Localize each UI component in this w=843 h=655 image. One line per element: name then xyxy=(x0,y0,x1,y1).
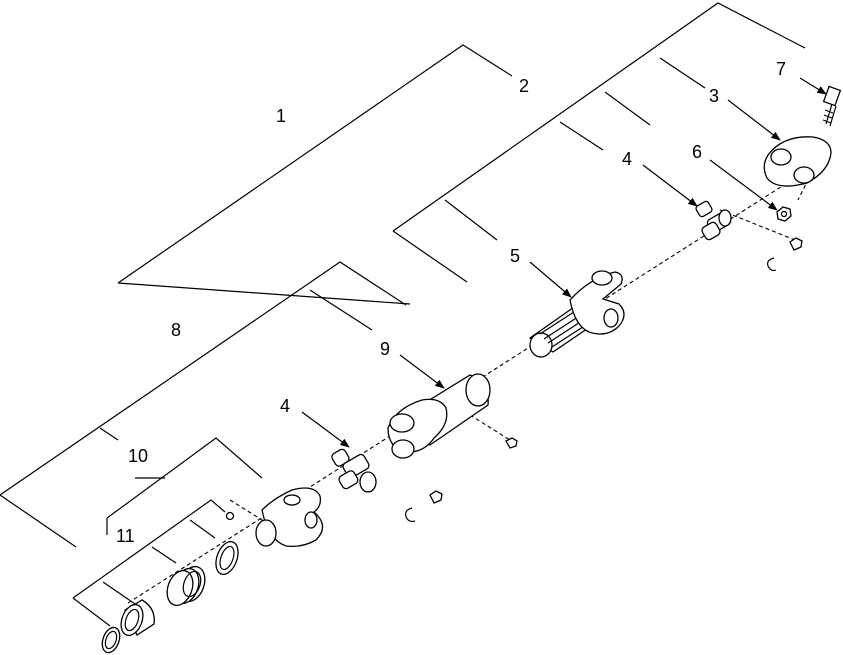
end-ring-part xyxy=(101,626,121,654)
callout-leaders xyxy=(301,77,827,448)
snap-ring-upper xyxy=(767,257,777,272)
callout-2: 2 xyxy=(519,76,529,96)
spring-seal-part xyxy=(166,565,206,607)
grease-fitting-upper xyxy=(789,237,803,251)
grease-fitting-axis xyxy=(229,499,271,526)
universal-joint-cross-lower xyxy=(331,448,377,493)
assembly-bracket-1 xyxy=(117,44,513,305)
assembly-axis-line xyxy=(127,161,821,604)
slip-yoke-lower-part xyxy=(255,487,324,548)
bushing-part xyxy=(120,599,155,637)
end-yoke-part xyxy=(763,136,832,187)
callout-6: 6 xyxy=(692,142,702,162)
callout-4-upper: 4 xyxy=(622,149,632,169)
universal-joint-cross-upper xyxy=(695,200,732,241)
callout-4-lower: 4 xyxy=(280,396,290,416)
grease-fitting-tube xyxy=(505,437,518,449)
grease-ball xyxy=(225,511,235,521)
callout-7: 7 xyxy=(776,59,786,79)
callout-9: 9 xyxy=(380,339,390,359)
bolt-part xyxy=(822,85,842,127)
slip-yoke-shaft-part xyxy=(528,270,625,358)
callout-1: 1 xyxy=(276,106,286,126)
callout-11: 11 xyxy=(116,526,135,546)
grease-fitting-lower xyxy=(429,490,443,504)
callout-8: 8 xyxy=(171,320,181,340)
assembly-bracket-11 xyxy=(72,499,226,627)
assembly-bracket-10 xyxy=(106,437,263,535)
fitting-axis-line-lower xyxy=(469,414,511,441)
assembly-bracket-8 xyxy=(0,261,407,548)
nut-part xyxy=(776,206,792,222)
tube-yoke-part xyxy=(387,373,491,459)
callout-5: 5 xyxy=(510,246,520,266)
assembly-bracket-2 xyxy=(392,2,806,283)
callout-3: 3 xyxy=(709,86,719,106)
callout-10: 10 xyxy=(128,446,148,466)
snap-ring-lower xyxy=(405,507,416,523)
o-ring-part xyxy=(215,541,239,575)
